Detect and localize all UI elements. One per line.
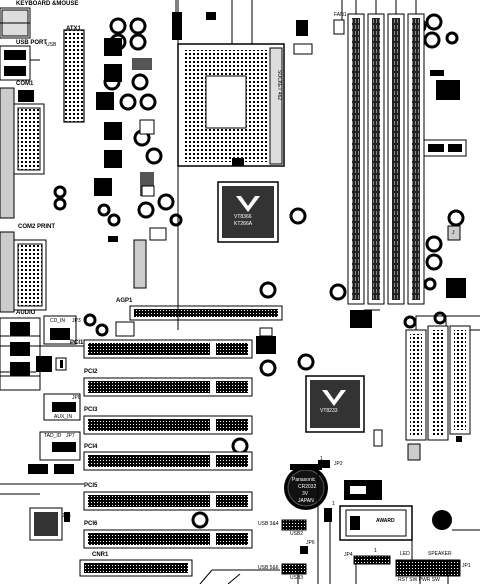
pci-slot-6 (83, 529, 253, 549)
label-cd-in: CD_IN (50, 318, 66, 324)
buzzer (432, 510, 452, 530)
label-battery-line3: 3V (302, 491, 309, 497)
audio-headers (28, 328, 76, 474)
label-speaker: SPEAKER (428, 551, 452, 557)
label-pci1: PCI1 (70, 340, 84, 346)
label-pci4: PCI4 (84, 444, 98, 450)
com1-connector (0, 87, 45, 219)
io-controller-chip (29, 507, 70, 541)
label-pci3: PCI3 (84, 407, 98, 413)
pci-callout-lines (0, 345, 84, 495)
inductor-coils (139, 119, 155, 197)
misc-parts (256, 327, 462, 461)
label-pci6: PCI6 (84, 521, 98, 527)
label-jp5: JP5 (62, 513, 71, 519)
usb-port-connector (0, 45, 40, 81)
pci-slot-5 (83, 491, 253, 511)
audio-header-outlines (39, 315, 81, 461)
label-fan1: FAN1 (334, 12, 347, 18)
bios-chip (339, 505, 413, 541)
agp-slot (129, 305, 283, 321)
atx-power-connector (63, 29, 85, 123)
bottom-callout-lines (199, 464, 480, 584)
label-usb5n6: USB 5&6 (258, 565, 279, 571)
cnr-slot (79, 559, 193, 577)
north-bridge-chip (217, 181, 279, 243)
label-jp4: JP4 (344, 552, 353, 558)
label-jp8: JP8 (72, 395, 81, 401)
label-cnr1: CNR1 (92, 552, 109, 558)
jumper-headers (281, 460, 461, 577)
label-audio: AUDIO (16, 310, 36, 316)
label-north-bridge-line1: VT8366 (234, 214, 252, 220)
audio-connector (0, 317, 41, 391)
label-south-bridge-line1: VT8233 (320, 408, 338, 414)
label-com2-print: COM2 PRINT (18, 224, 56, 230)
label-battery-line4: JAPAN (298, 498, 314, 504)
label-usb3n4: USB 3&4 (258, 521, 279, 527)
label-battery-line1: Panasonic (292, 477, 316, 483)
label-one-jp4: 1 (374, 548, 377, 554)
ps2-keyboard-mouse-connector (0, 7, 31, 39)
label-tad-id: TAD_ID (44, 433, 62, 439)
com2-parallel-connector (0, 231, 47, 313)
label-front-panel: RST SW PWR SW (398, 577, 440, 583)
cpu-socket-462 (177, 43, 285, 167)
label-pci2: PCI2 (84, 369, 98, 375)
label-jp3: JP3 (72, 318, 81, 324)
pci-slot-1 (83, 339, 253, 359)
socket-lever-lines (175, 0, 253, 44)
dimm-slots (347, 13, 425, 305)
label-pci5: PCI5 (84, 483, 98, 489)
cmos-battery (284, 464, 328, 510)
label-usb-port: USB PORT (16, 40, 48, 46)
top-small-parts (206, 12, 345, 55)
ide-callout-lines (415, 315, 480, 331)
pci-slots (83, 339, 253, 549)
label-atx1: ATX1 (66, 26, 81, 32)
label-battery-line2: CR2032 (298, 484, 317, 490)
small-chip-audio (36, 356, 67, 372)
flash-chip (344, 480, 382, 500)
label-one-jp2: 1 (320, 456, 323, 462)
label-jp7: JP7 (66, 433, 75, 439)
small-chip-cluster (108, 227, 167, 337)
label-j-small: J (452, 230, 455, 236)
label-aux-in: AUX_IN (54, 414, 73, 420)
label-north-bridge-line2: KT266A (234, 221, 253, 227)
right-side-parts (350, 70, 467, 328)
label-jp1: JP1 (462, 563, 471, 569)
label-jp6: JP6 (306, 540, 315, 546)
label-usb-port-sub: USB (46, 42, 57, 48)
label-com1: COM1 (16, 81, 34, 87)
ide-connectors (405, 325, 471, 441)
label-usb2: USB2 (290, 531, 304, 537)
label-one-jp5: 1 (332, 501, 335, 507)
label-usb3: USB3 (290, 575, 304, 581)
label-keyboard-mouse: KEYBOARD &MOUSE (16, 1, 79, 7)
label-led: LED (400, 551, 410, 557)
label-socket-462: SOCKET 462 (276, 70, 282, 101)
dimm-callout-lines (341, 0, 417, 20)
label-agp1: AGP1 (116, 298, 133, 304)
pci-slot-2 (83, 377, 253, 397)
pci-slot-4 (83, 451, 253, 471)
pci-slot-3 (83, 415, 253, 435)
south-bridge-chip (305, 375, 365, 433)
label-jp2: JP2 (334, 461, 343, 467)
label-bios-chip: AWARD (376, 518, 395, 524)
